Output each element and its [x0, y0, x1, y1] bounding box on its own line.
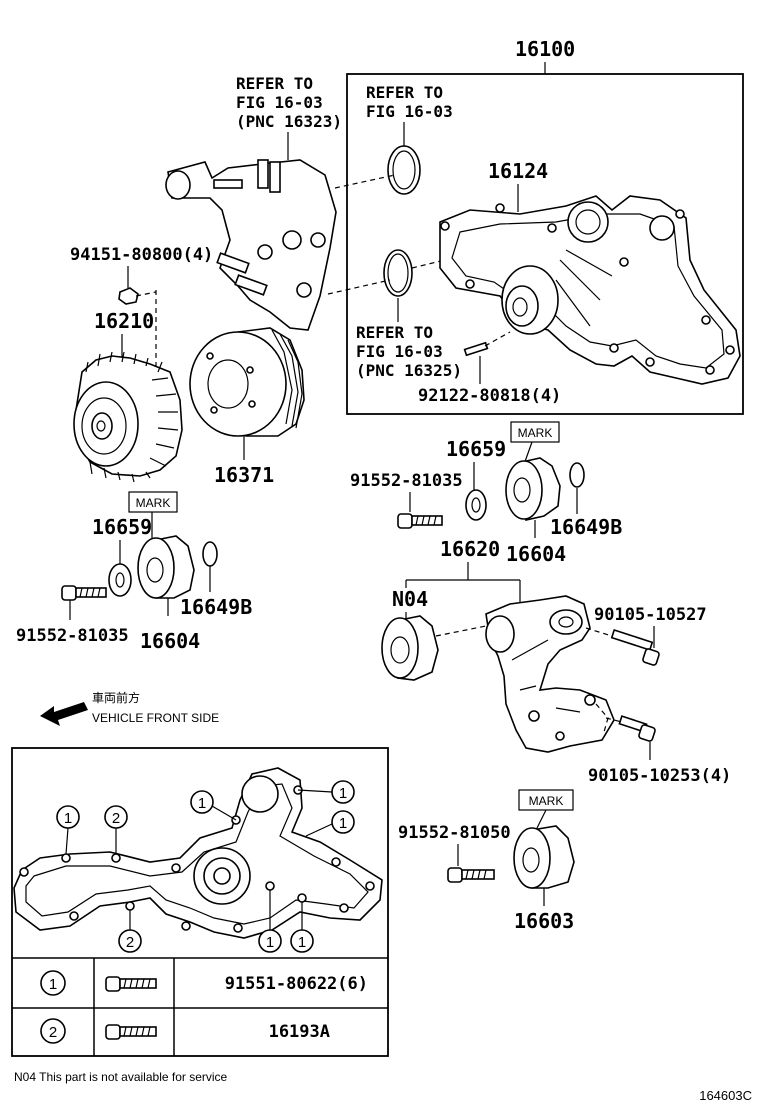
dash-90105-10527	[585, 627, 613, 637]
table-key-1-text: 1	[49, 976, 57, 993]
mark-label-left: MARK	[136, 496, 171, 510]
washer-16659-left	[108, 563, 132, 597]
label-91552-81050: 91552-81050	[398, 823, 511, 843]
refer-label-1-line3: (PNC 16323)	[236, 112, 342, 131]
callout-2-b	[118, 929, 142, 953]
svg-text:1: 1	[266, 934, 274, 951]
washer-16659-right-hole	[471, 497, 481, 513]
callout-2-a	[104, 805, 128, 829]
table-key-2	[40, 1018, 66, 1044]
refer-label-2-line1: REFER TO	[366, 83, 443, 102]
o-ring-lower-inner	[387, 253, 409, 293]
label-16603: 16603	[514, 909, 574, 933]
pulley-n04	[381, 615, 439, 681]
water-inlet-housing	[165, 159, 337, 331]
label-16604-right: 16604	[506, 542, 566, 566]
label-16604-left: 16604	[140, 629, 200, 653]
label-94151: 94151-80800(4)	[70, 245, 213, 265]
cover-16649b-right	[569, 462, 585, 488]
svg-text:1: 1	[339, 785, 347, 802]
label-n04: N04	[392, 587, 428, 611]
callout-1-c	[331, 780, 355, 804]
water-pump-body-16124	[439, 195, 741, 385]
svg-text:1: 1	[339, 815, 347, 832]
table-key-2-text: 2	[49, 1024, 57, 1041]
label-90105-10253: 90105-10253(4)	[588, 766, 731, 786]
idler-pulley-16603	[513, 825, 575, 889]
callout-1-d	[331, 810, 355, 834]
front-arrow-icon	[40, 702, 88, 726]
label-16371: 16371	[214, 463, 274, 487]
svg-text:1: 1	[198, 795, 206, 812]
fan-clutch-16210	[73, 351, 183, 483]
refer-label-1-line2: FIG 16-03	[236, 93, 323, 112]
tensioner-16620	[485, 595, 615, 753]
dash-n04	[435, 625, 487, 637]
table-part-2: 16193A	[269, 1022, 330, 1042]
bolt-90105-10527	[610, 629, 660, 666]
washer-16659-left-hole	[115, 572, 125, 588]
cover-16649b-left	[202, 541, 218, 567]
label-16124: 16124	[488, 159, 548, 183]
label-16649b-left: 16649B	[180, 595, 252, 619]
nut-94151	[118, 287, 139, 305]
label-16659-right: 16659	[446, 437, 506, 461]
refer-label-3-line2: FIG 16-03	[356, 342, 443, 361]
refer-label-2-line2: FIG 16-03	[366, 102, 453, 121]
bolt-91552-81050	[447, 867, 495, 883]
gasket-16193a	[13, 767, 383, 939]
table-part-1: 91551-80622(6)	[225, 974, 368, 994]
table-bolt-icon-2	[105, 1024, 157, 1040]
o-ring-upper-inner	[392, 150, 416, 190]
label-16100: 16100	[515, 37, 575, 61]
assembly-box-16100	[346, 73, 744, 415]
refer-label-3-line3: (PNC 16325)	[356, 361, 462, 380]
table-key-1	[40, 970, 66, 996]
dash-oring-lower-left	[327, 279, 391, 295]
mark-box-left	[128, 491, 178, 513]
svg-text:1: 1	[64, 810, 72, 827]
callout-1-b	[190, 790, 214, 814]
refer-label-1-line1: REFER TO	[236, 74, 313, 93]
dash-stud	[484, 331, 511, 347]
mark-label-right: MARK	[518, 426, 553, 440]
label-16659-left: 16659	[92, 515, 152, 539]
callout-1-a	[56, 805, 80, 829]
front-label-en: VEHICLE FRONT SIDE	[92, 711, 219, 725]
idler-pulley-16604-right	[505, 457, 561, 521]
label-91552-right: 91552-81035	[350, 471, 463, 491]
stud-92122	[463, 341, 489, 357]
callout-1-e	[258, 929, 282, 953]
mark-label-bottom: MARK	[529, 794, 564, 808]
table-bolt-icon-1	[105, 976, 157, 992]
bolt-90105-10253	[618, 715, 656, 742]
label-16620: 16620	[440, 537, 500, 561]
dash-90105-10253	[605, 717, 623, 723]
bolt-91552-left	[61, 585, 107, 601]
dash-nut	[135, 291, 157, 297]
dash-oring-upper	[334, 174, 396, 189]
refer-label-3-line1: REFER TO	[356, 323, 433, 342]
o-ring-lower	[383, 249, 413, 297]
gasket-callouts: 1 2 2 1 1 1 1 1	[56, 780, 355, 953]
label-16210: 16210	[94, 309, 154, 333]
pulley-16371	[189, 327, 305, 437]
label-90105-10527: 90105-10527	[594, 605, 707, 625]
label-91552-left: 91552-81035	[16, 626, 129, 646]
front-label-jp: 車両前方	[92, 690, 140, 705]
washer-16659-right	[465, 489, 487, 521]
svg-text:2: 2	[126, 934, 134, 951]
footnote: N04 This part is not available for servi…	[14, 1070, 228, 1084]
label-16649b-right: 16649B	[550, 515, 622, 539]
idler-pulley-16604-left	[137, 535, 195, 599]
bolt-91552-right	[397, 513, 443, 529]
mark-box-right	[510, 421, 560, 443]
label-92122: 92122-80818(4)	[418, 386, 561, 406]
svg-text:1: 1	[298, 934, 306, 951]
callout-1-f	[290, 929, 314, 953]
figure-id: 164603C	[699, 1088, 752, 1103]
svg-text:2: 2	[112, 810, 120, 827]
gasket-box	[11, 747, 389, 1057]
